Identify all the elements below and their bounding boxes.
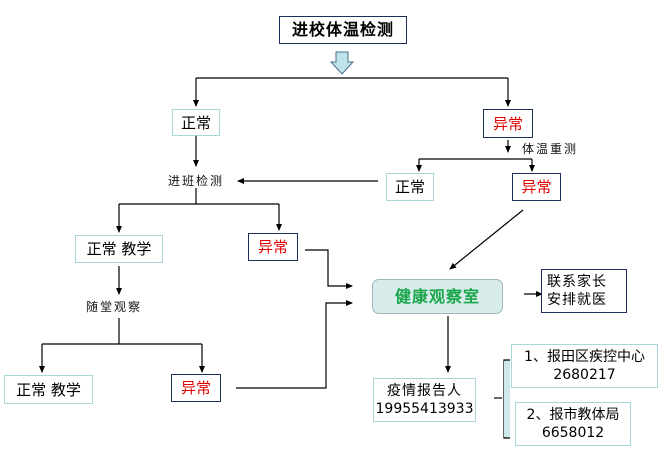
report-2-title: 2、报市教体局 xyxy=(526,407,620,423)
arrow-abnormal-2-to-health xyxy=(305,249,353,289)
contact-box: 联系家长 安排就医 xyxy=(541,269,627,313)
normal-teaching-box-1: 正常 教学 xyxy=(75,235,163,263)
arrow-recheck-abnormal-to-health xyxy=(449,209,524,270)
observe-label: 随堂观察 xyxy=(86,300,143,314)
reporter-title: 疫情报告人 xyxy=(387,383,462,399)
recheck-abnormal-text: 异常 xyxy=(521,178,552,196)
abnormal-box-1: 异常 xyxy=(483,109,533,138)
normal-teaching-box-2: 正常 教学 xyxy=(4,375,93,404)
recheck-label: 体温重测 xyxy=(522,142,579,156)
recheck-abnormal-box: 异常 xyxy=(512,173,561,201)
normal-box-1: 正常 xyxy=(172,109,220,136)
report-2-phone: 6658012 xyxy=(541,425,605,441)
contact-line2: 安排就医 xyxy=(547,292,607,308)
class-check-label: 进班检测 xyxy=(168,174,225,188)
report-box-1: 1、报田区疾控中心 2680217 xyxy=(511,344,658,388)
normal-text-1: 正常 xyxy=(180,113,211,132)
reporter-phone: 19955413933 xyxy=(375,401,474,417)
normal-teaching-text-1: 正常 教学 xyxy=(86,240,152,258)
report-box-2: 2、报市教体局 6658012 xyxy=(515,402,631,446)
abnormal-box-2: 异常 xyxy=(248,233,298,261)
health-room-box: 健康观察室 xyxy=(372,279,503,314)
reporter-box: 疫情报告人 19955413933 xyxy=(373,378,476,422)
recheck-normal-box: 正常 xyxy=(386,173,434,201)
title-text: 进校体温检测 xyxy=(291,20,394,39)
arrow-abnormal-3-to-health xyxy=(236,300,353,389)
report-1-phone: 2680217 xyxy=(553,367,616,383)
report-1-title: 1、报田区疾控中心 xyxy=(524,349,645,365)
abnormal-text-3: 异常 xyxy=(180,379,211,397)
recheck-normal-text: 正常 xyxy=(394,178,425,196)
abnormal-text-2: 异常 xyxy=(257,238,288,256)
big-down-arrow-icon xyxy=(329,51,355,75)
contact-line1: 联系家长 xyxy=(547,274,607,290)
health-room-text: 健康观察室 xyxy=(394,286,480,306)
abnormal-box-3: 异常 xyxy=(171,374,221,402)
title-box: 进校体温检测 xyxy=(279,16,407,44)
abnormal-text-1: 异常 xyxy=(492,114,523,133)
normal-teaching-text-2: 正常 教学 xyxy=(16,380,81,399)
